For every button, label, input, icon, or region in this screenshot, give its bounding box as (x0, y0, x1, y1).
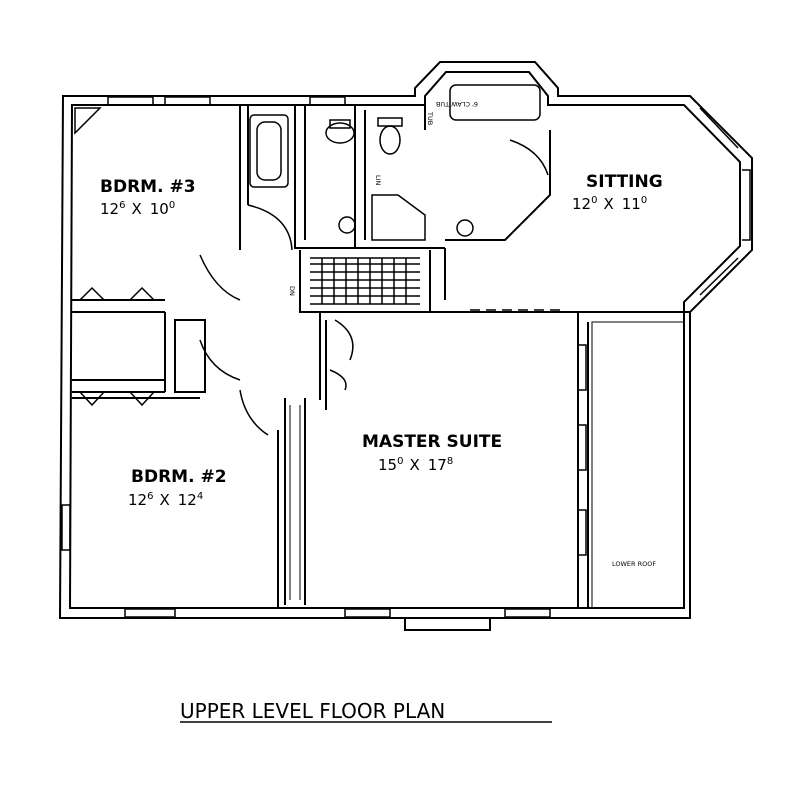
bdrm2-name: BDRM. #2 (131, 467, 227, 487)
interior-walls (72, 105, 690, 608)
tub-label: TUB (426, 111, 434, 125)
lower-roof-label: LOWER ROOF (612, 560, 656, 568)
windows (61, 96, 751, 618)
stair-down-label: DN (288, 286, 296, 296)
master-suite-name: MASTER SUITE (362, 432, 502, 452)
plan-title: UPPER LEVEL FLOOR PLAN (180, 699, 445, 723)
bdrm3-name: BDRM. #3 (100, 177, 196, 197)
bay-window (404, 617, 491, 631)
door-swings (79, 139, 549, 436)
claw-tub-label: 6' CLAW TUB (436, 100, 478, 108)
bath-fixtures (249, 84, 541, 241)
sitting-name: SITTING (586, 172, 663, 192)
corner-shelf (74, 107, 102, 135)
linen-label: LIN (374, 175, 382, 186)
staircase (310, 257, 420, 305)
lower-roof-outline (591, 321, 685, 609)
exterior-walls (58, 61, 753, 619)
